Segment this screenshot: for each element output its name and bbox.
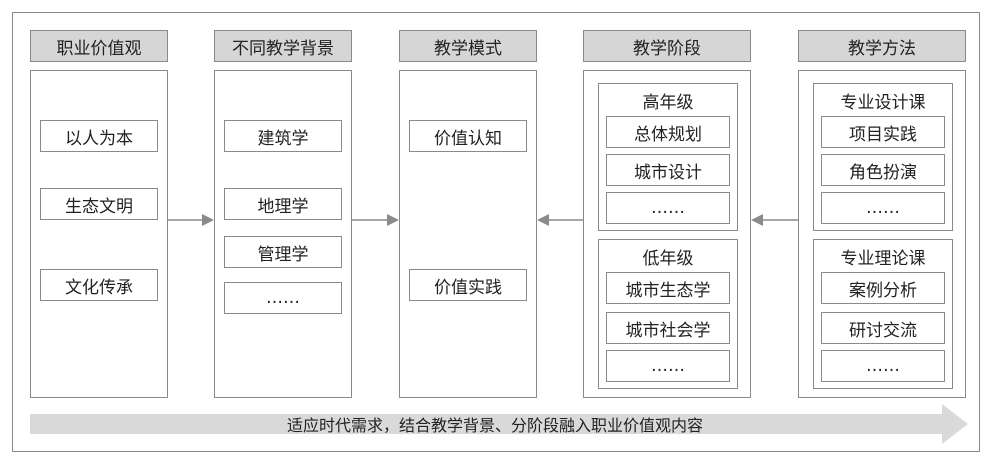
item-more-theory: …… xyxy=(821,350,945,382)
item-geography: 地理学 xyxy=(224,188,342,220)
diagram-frame xyxy=(12,12,980,452)
item-ecological-civilization: 生态文明 xyxy=(40,188,158,220)
group-theory-course: 专业理论课 案例分析 研讨交流 …… xyxy=(813,239,953,389)
panel-teaching-mode: 价值认知 价值实践 xyxy=(399,70,537,398)
item-master-planning: 总体规划 xyxy=(606,116,730,148)
group-junior-grade: 低年级 城市生态学 城市社会学 …… xyxy=(598,239,738,389)
item-cultural-heritage: 文化传承 xyxy=(40,269,158,301)
item-urban-ecology: 城市生态学 xyxy=(606,272,730,304)
header-career-values: 职业价值观 xyxy=(30,30,168,62)
arrow-values-to-backgrounds xyxy=(168,214,214,226)
item-urban-design: 城市设计 xyxy=(606,154,730,186)
item-project-practice: 项目实践 xyxy=(821,116,945,148)
item-more-backgrounds: …… xyxy=(224,282,342,314)
panel-teaching-methods: 专业设计课 项目实践 角色扮演 …… 专业理论课 案例分析 研讨交流 …… xyxy=(798,70,966,398)
item-architecture: 建筑学 xyxy=(224,120,342,152)
arrow-methods-to-stages xyxy=(751,214,798,226)
header-teaching-stages: 教学阶段 xyxy=(583,30,751,62)
group-title-design-course: 专业设计课 xyxy=(840,93,926,113)
header-teaching-mode: 教学模式 xyxy=(399,30,537,62)
item-management: 管理学 xyxy=(224,236,342,268)
item-people-oriented: 以人为本 xyxy=(40,120,158,152)
group-title-junior-grade: 低年级 xyxy=(642,249,694,269)
group-title-theory-course: 专业理论课 xyxy=(840,249,926,269)
banner-arrow xyxy=(30,404,968,444)
item-value-cognition: 价值认知 xyxy=(409,120,527,152)
item-seminar-exchange: 研讨交流 xyxy=(821,312,945,344)
item-case-analysis: 案例分析 xyxy=(821,272,945,304)
item-more-junior: …… xyxy=(606,350,730,382)
header-teaching-methods: 教学方法 xyxy=(798,30,966,62)
item-role-play: 角色扮演 xyxy=(821,154,945,186)
group-title-senior-grade: 高年级 xyxy=(642,93,694,113)
item-more-design: …… xyxy=(821,192,945,224)
banner-text: 适应时代需求，结合教学背景、分阶段融入职业价值观内容 xyxy=(286,416,703,435)
panel-teaching-stages: 高年级 总体规划 城市设计 …… 低年级 城市生态学 城市社会学 …… xyxy=(583,70,751,398)
arrow-stages-to-mode xyxy=(537,214,583,226)
item-urban-sociology: 城市社会学 xyxy=(606,312,730,344)
group-design-course: 专业设计课 项目实践 角色扮演 …… xyxy=(813,83,953,231)
item-more-senior: …… xyxy=(606,192,730,224)
panel-teaching-backgrounds: 建筑学 地理学 管理学 …… xyxy=(214,70,352,398)
header-teaching-backgrounds: 不同教学背景 xyxy=(214,30,352,62)
group-senior-grade: 高年级 总体规划 城市设计 …… xyxy=(598,83,738,231)
panel-career-values: 以人为本 生态文明 文化传承 xyxy=(30,70,168,398)
arrow-backgrounds-to-mode xyxy=(352,214,399,226)
item-value-practice: 价值实践 xyxy=(409,269,527,301)
